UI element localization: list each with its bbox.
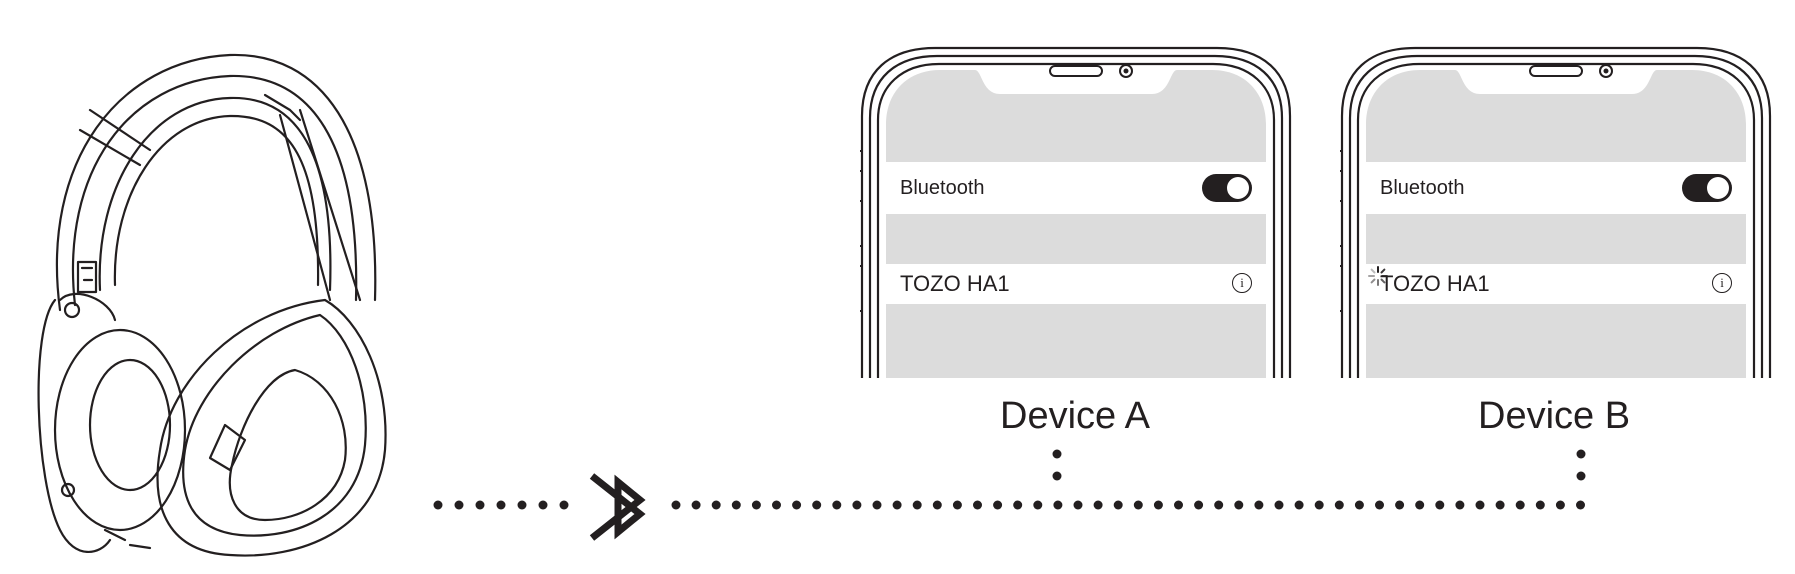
connection-dot [517, 500, 527, 510]
connection-dot [475, 500, 485, 510]
connection-dot [973, 500, 982, 510]
connection-dot [496, 500, 506, 510]
connection-dot [772, 500, 781, 510]
phone-device-a: Bluetooth TOZO HA1 i [860, 46, 1292, 378]
connection-dot [1334, 500, 1344, 510]
connection-dot [731, 500, 741, 510]
device-name: TOZO HA1 [900, 271, 1010, 296]
bluetooth-label: Bluetooth [900, 176, 985, 199]
connection-dot [454, 500, 464, 510]
loading-spinner-icon [1368, 266, 1388, 286]
connection-dot [1053, 500, 1063, 510]
connection-dot [1234, 500, 1244, 510]
connection-dot [1395, 500, 1405, 510]
connection-dot [1153, 500, 1163, 510]
connection-dot [1013, 500, 1023, 510]
connection-dot [1033, 500, 1043, 510]
device-name: TOZO HA1 [1380, 271, 1490, 296]
connection-dot [1435, 500, 1445, 510]
connection-dot [671, 500, 681, 510]
device-a-caption: Device A [1000, 395, 1150, 437]
connection-dot [892, 500, 902, 510]
connection-dot [912, 500, 922, 510]
connection-dot [952, 500, 962, 510]
connection-dot [1133, 500, 1143, 510]
connection-dot [691, 500, 701, 510]
paired-device-row[interactable]: TOZO HA1 i [1366, 264, 1746, 304]
connection-dot [711, 500, 721, 510]
bluetooth-toggle[interactable] [1202, 174, 1252, 202]
connection-dot [1274, 500, 1284, 510]
bluetooth-toggle[interactable] [1682, 174, 1732, 202]
device-link-dot [1052, 471, 1062, 481]
connection-dot [1073, 500, 1083, 510]
connection-dot [751, 500, 761, 510]
bluetooth-icon [589, 473, 646, 541]
connection-dot [1314, 500, 1324, 510]
connection-dot [1515, 500, 1525, 510]
connection-dot [1455, 500, 1465, 510]
connection-dot [1254, 500, 1264, 510]
connection-dot [792, 500, 802, 510]
connection-dot [1475, 500, 1485, 510]
device-link-dot [1052, 449, 1062, 459]
headphones-illustration [37, 53, 387, 557]
info-icon[interactable]: i [1712, 273, 1732, 293]
connection-dot [1194, 500, 1204, 510]
connection-dot [1415, 500, 1425, 510]
connection-dot [1093, 500, 1103, 510]
connection-dot [932, 500, 942, 510]
bluetooth-setting-row: Bluetooth [1366, 162, 1746, 214]
device-b-caption: Device B [1478, 395, 1631, 437]
connection-dot [1214, 500, 1224, 510]
connection-dot [993, 500, 1003, 510]
device-link-dot [1576, 449, 1586, 459]
phone-device-b: Bluetooth TOZO HA1 i [1340, 46, 1772, 378]
connection-dot [1495, 500, 1505, 510]
connection-dot [1375, 500, 1384, 510]
toggle-knob [1227, 177, 1249, 199]
connection-dot [872, 500, 882, 510]
connection-dot [559, 500, 569, 510]
connection-dot [538, 500, 548, 510]
device-link-dot [1576, 471, 1586, 481]
info-icon[interactable]: i [1232, 273, 1252, 293]
connection-dot [812, 500, 822, 510]
connection-dot [1113, 500, 1123, 510]
connection-dot [852, 500, 862, 510]
connection-dot [1555, 500, 1565, 510]
paired-device-row[interactable]: TOZO HA1 i [886, 264, 1266, 304]
connection-dot [832, 500, 842, 510]
connection-dot [1354, 500, 1364, 510]
toggle-knob [1707, 177, 1729, 199]
connection-dot [1535, 500, 1545, 510]
connection-dot [1294, 500, 1304, 510]
connection-dot [1174, 500, 1183, 510]
connection-dot [1576, 500, 1585, 510]
connection-dot [433, 500, 443, 510]
bluetooth-label: Bluetooth [1380, 176, 1465, 199]
bluetooth-setting-row: Bluetooth [886, 162, 1266, 214]
